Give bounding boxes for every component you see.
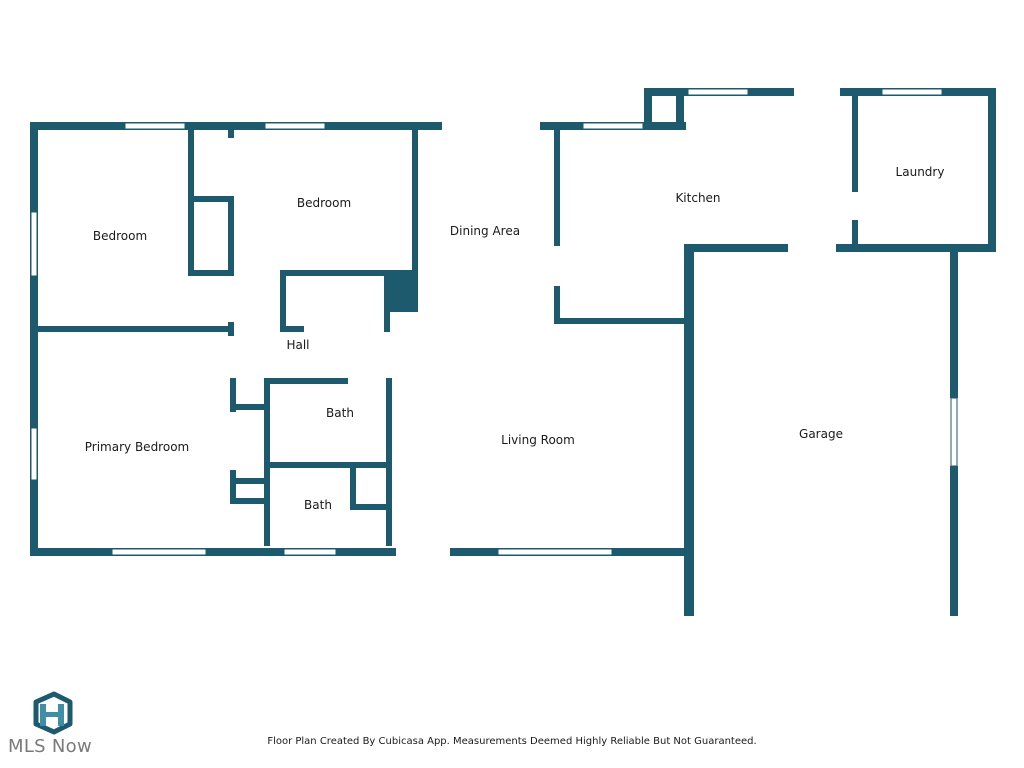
wall-stub-hall	[228, 322, 234, 336]
room-label-bedroom-top: Bedroom	[297, 196, 351, 210]
window	[497, 548, 613, 556]
window	[687, 88, 749, 96]
room-label-laundry: Laundry	[896, 165, 945, 179]
window	[30, 427, 38, 481]
mls-now-logo-icon	[33, 691, 73, 735]
wall-hall-closet-top	[280, 270, 418, 276]
wall-closet-top	[188, 196, 234, 202]
wall-kitchen-west-upper	[554, 126, 560, 246]
room-label-bath-lower: Bath	[304, 498, 332, 512]
room-label-bath-upper: Bath	[326, 406, 354, 420]
room-label-bedroom-left: Bedroom	[93, 229, 147, 243]
wall-kitchen-garage-left	[684, 244, 788, 252]
room-label-garage: Garage	[799, 427, 843, 441]
window	[881, 88, 943, 96]
wall-stub-top	[228, 130, 234, 138]
window	[950, 397, 958, 467]
wall-bedroom-east	[412, 126, 418, 312]
wall-kitchen-west-lower	[554, 286, 560, 324]
wall-hall-closet-bottom-left	[280, 326, 304, 332]
room-label-living-room: Living Room	[501, 433, 575, 447]
wall-bump-east	[676, 88, 684, 130]
wall-linen-left	[230, 378, 236, 412]
wall-linen-bottom	[230, 404, 270, 410]
wall-hall-closet-right	[384, 270, 390, 332]
wall-garage-east-upper	[950, 248, 958, 398]
wall-bedroom-primary	[36, 326, 234, 332]
wall-hall-closet-left	[280, 270, 286, 332]
wall-west	[30, 122, 38, 556]
footer-disclaimer: Floor Plan Created By Cubicasa App. Meas…	[267, 736, 757, 747]
room-label-dining-area: Dining Area	[450, 224, 520, 238]
room-labels: Bedroom Bedroom Dining Area Kitchen Laun…	[85, 165, 945, 512]
window	[264, 122, 326, 130]
wall-laundry-west-upper	[852, 92, 858, 192]
wall-linen2-top	[230, 478, 270, 484]
room-label-kitchen: Kitchen	[675, 191, 720, 205]
window	[30, 211, 38, 277]
wall-linen2-left	[230, 470, 236, 504]
wall-garage-east-lower	[950, 466, 958, 616]
wall-linen2-bottom	[230, 498, 270, 504]
room-label-primary-bedroom: Primary Bedroom	[85, 440, 189, 454]
wall-bump-west	[644, 88, 652, 130]
wall-bath-divider	[264, 462, 392, 468]
wall-bump-top-left	[644, 88, 684, 96]
window	[283, 548, 337, 556]
wall-closet-right	[228, 196, 234, 276]
wall-south-left	[30, 548, 396, 556]
wall-bath-top	[264, 378, 348, 384]
walls	[30, 88, 996, 616]
room-label-hall: Hall	[286, 338, 309, 352]
wall-north-left	[30, 122, 442, 130]
wall-kitchen-south	[554, 318, 688, 324]
wall-laundry-east	[988, 88, 996, 252]
wall-chimney	[390, 270, 418, 312]
wall-garage-west	[684, 244, 694, 616]
wall-laundry-west-lower	[852, 220, 858, 248]
wall-shower-left	[350, 462, 356, 510]
window	[124, 122, 186, 130]
wall-kitchen-garage-right	[836, 244, 996, 252]
windows	[30, 88, 958, 556]
wall-shower-bottom	[350, 504, 392, 510]
window	[582, 122, 644, 130]
mls-now-logo-text: MLS Now	[8, 736, 93, 757]
wall-closet-bottom	[188, 270, 234, 276]
window	[111, 548, 207, 556]
